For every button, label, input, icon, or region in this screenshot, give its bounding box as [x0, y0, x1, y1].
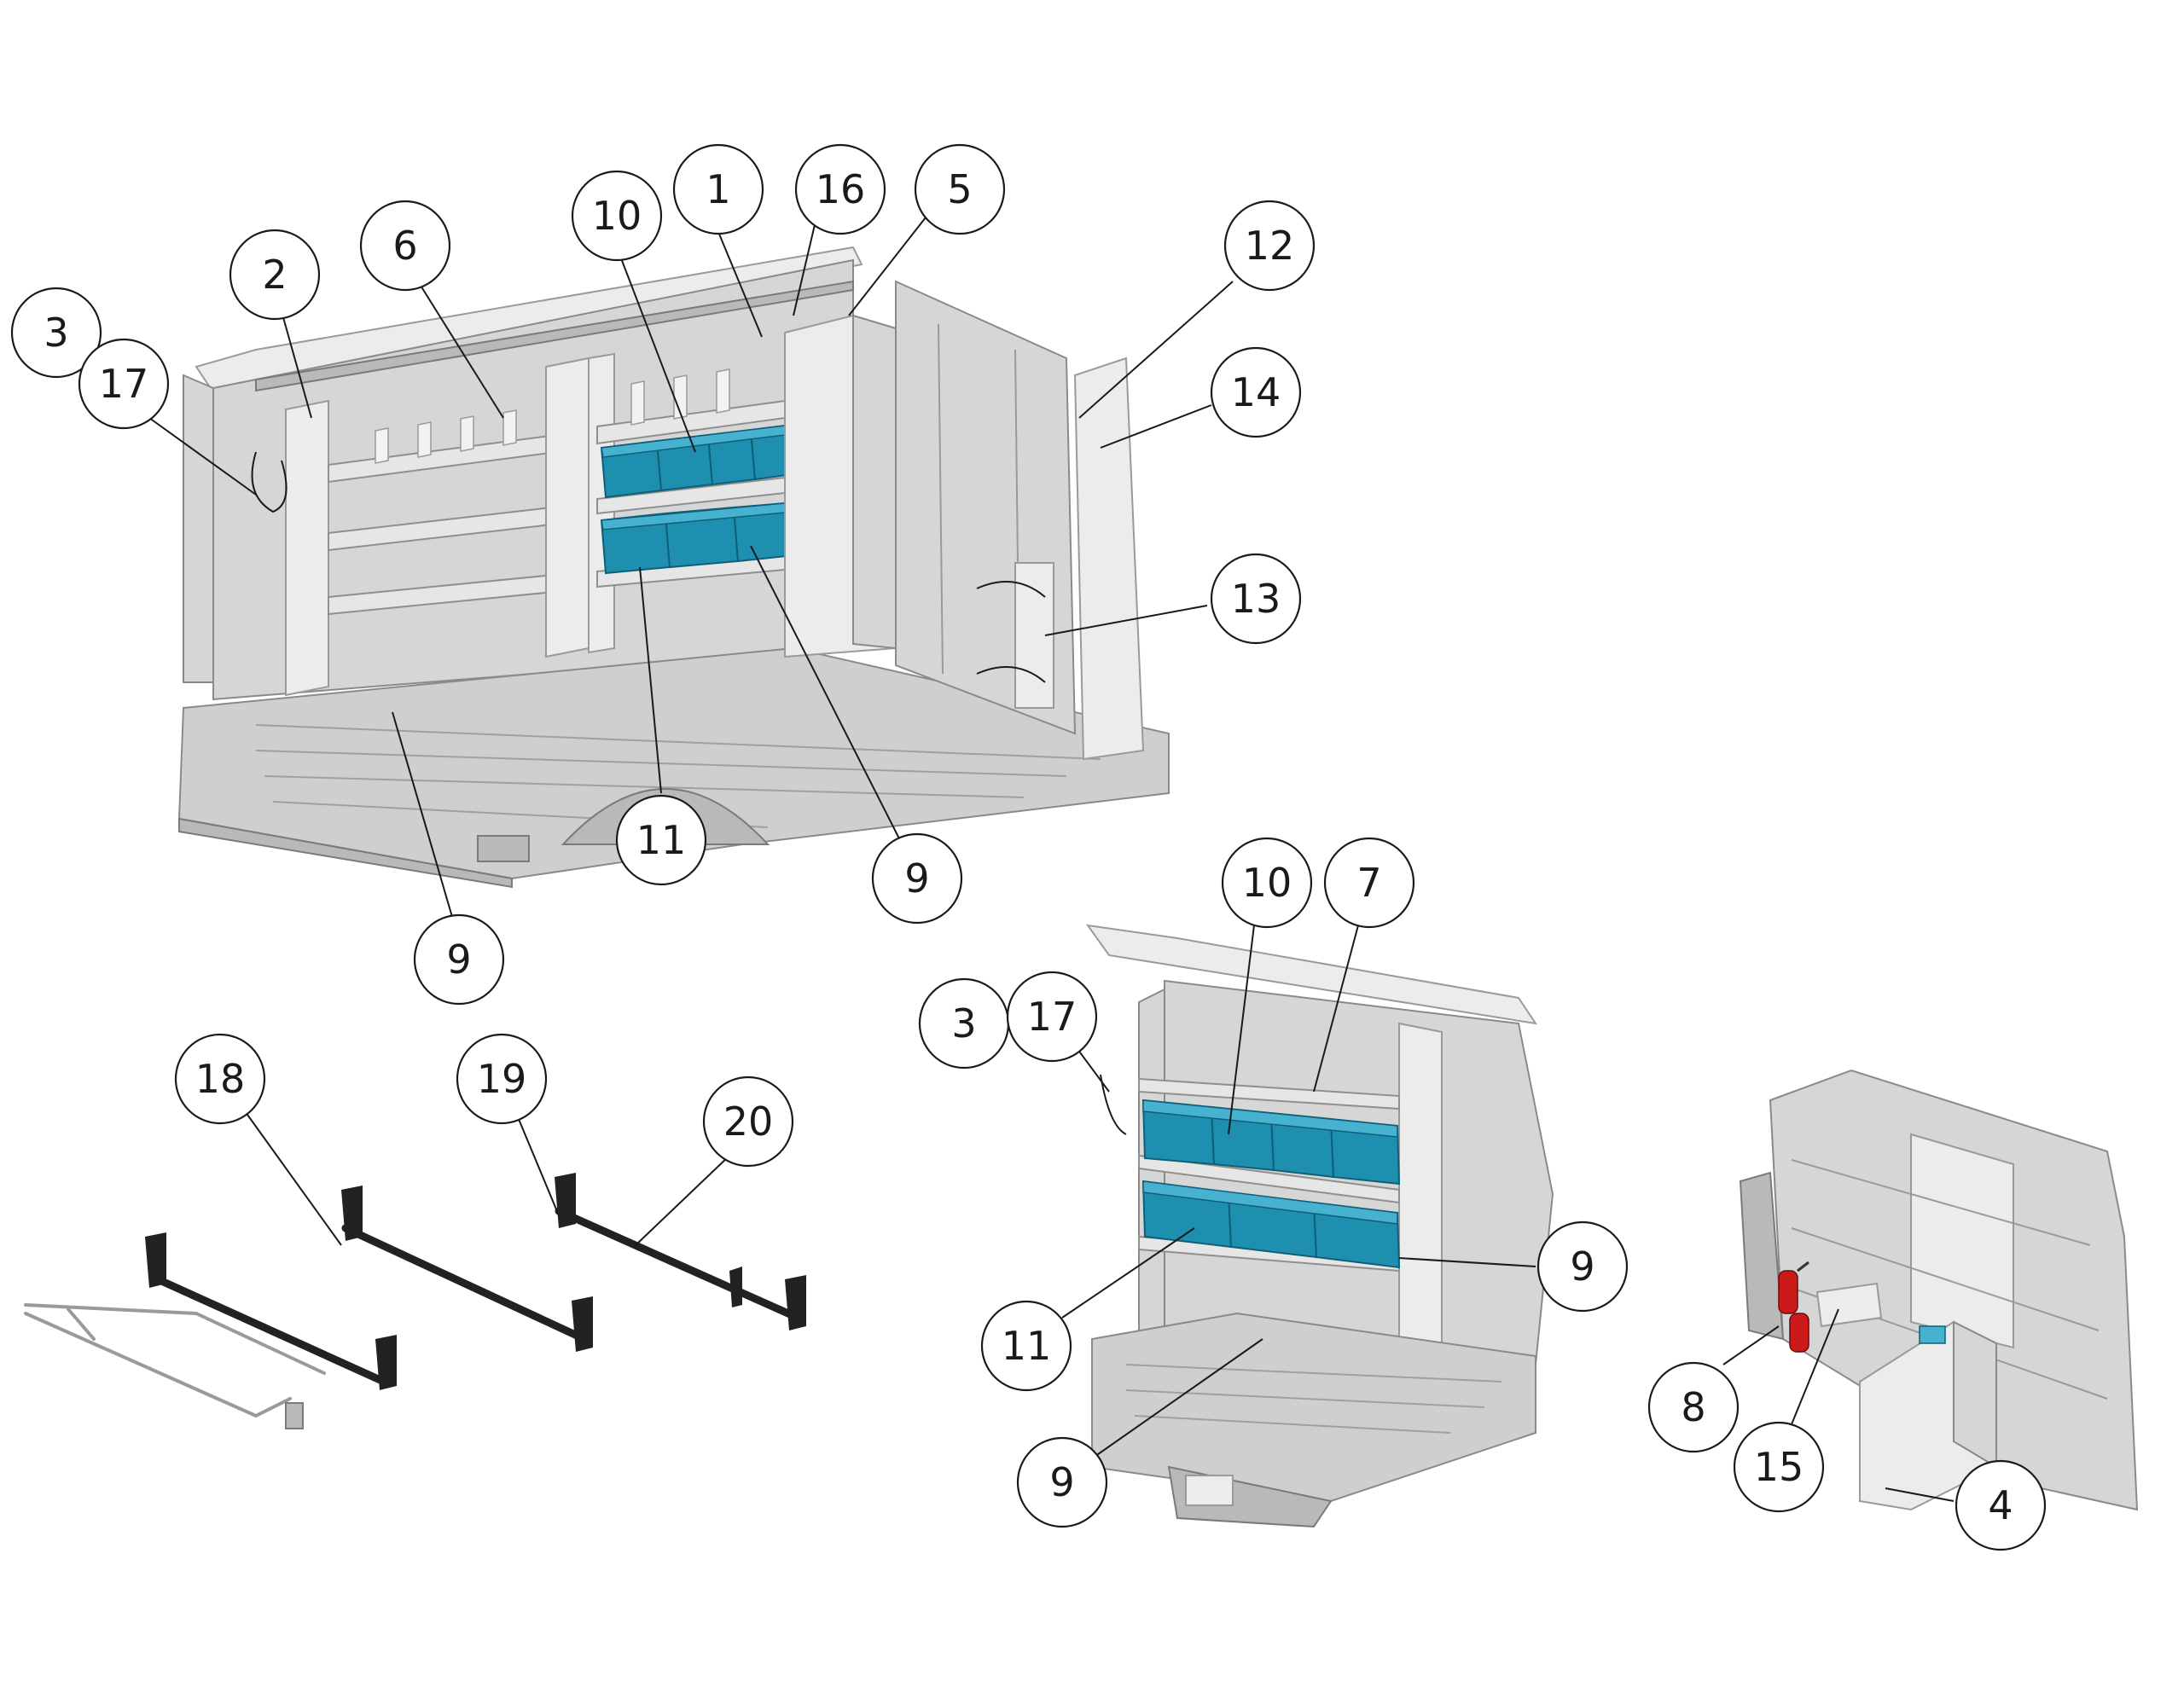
callout-11: 11 [980, 1300, 1072, 1392]
fire-extinguisher [1778, 1261, 1809, 1353]
callout-label: 11 [1002, 1323, 1052, 1369]
callout-14: 14 [1210, 346, 1302, 438]
upper-bins [1141, 1099, 1401, 1186]
callout-label: 13 [1231, 576, 1281, 622]
callout-3: 3 [918, 977, 1010, 1070]
callout-label: 12 [1245, 223, 1295, 269]
callout-1: 1 [672, 143, 764, 235]
callout-label: 3 [951, 1000, 976, 1046]
callout-label: 1 [706, 166, 730, 212]
callout-8: 8 [1647, 1361, 1740, 1453]
callout-10: 10 [1221, 837, 1313, 929]
callout-13: 13 [1210, 553, 1302, 645]
callout-2: 2 [229, 229, 321, 321]
callout-label: 4 [1988, 1482, 2013, 1528]
callout-6: 6 [359, 200, 451, 292]
van-interior-main [177, 246, 1170, 889]
callouts-secondary: 10 7 3 17 9 11 9 [918, 837, 1629, 1528]
callout-label: 10 [592, 193, 642, 239]
callout-label: 19 [477, 1056, 527, 1102]
callout-label: 6 [392, 223, 417, 269]
callout-label: 17 [1027, 994, 1077, 1040]
callout-12: 12 [1223, 200, 1316, 292]
callout-17: 17 [78, 338, 170, 430]
callout-label: 2 [262, 252, 287, 298]
roof-racks [24, 1173, 806, 1429]
callout-label: 3 [44, 310, 68, 356]
callout-9: 9 [1016, 1436, 1108, 1528]
callout-3: 3 [10, 287, 102, 379]
callout-label: 9 [1049, 1459, 1074, 1505]
callout-label: 9 [446, 936, 471, 983]
callout-label: 8 [1681, 1384, 1705, 1430]
callout-7: 7 [1323, 837, 1415, 929]
callout-5: 5 [914, 143, 1006, 235]
callout-label: 11 [636, 817, 687, 863]
callout-9: 9 [1536, 1220, 1629, 1313]
callout-label: 20 [723, 1099, 774, 1145]
callout-label: 14 [1231, 369, 1281, 415]
callout-label: 9 [1570, 1244, 1594, 1290]
callouts-main: 1 16 5 10 6 2 3 17 12 14 13 11 9 9 [10, 143, 1316, 1006]
callout-19: 19 [456, 1033, 548, 1125]
callout-9: 9 [413, 913, 505, 1006]
callout-10: 10 [571, 170, 663, 262]
callout-18: 18 [174, 1033, 266, 1125]
callout-16: 16 [794, 143, 886, 235]
left-shelving-unit [328, 357, 590, 658]
callout-label: 10 [1242, 860, 1292, 906]
lower-bins [1141, 1180, 1401, 1269]
upper-bins [600, 424, 788, 499]
callout-9: 9 [871, 832, 963, 925]
callout-label: 15 [1754, 1444, 1804, 1490]
partition-assembly [1739, 1069, 2139, 1511]
callout-11: 11 [615, 794, 707, 886]
callouts-racks: 18 19 20 [174, 1033, 794, 1246]
callout-4: 4 [1955, 1459, 2047, 1551]
callouts-partition: 8 15 4 [1647, 1308, 2047, 1551]
callout-17: 17 [1006, 971, 1098, 1063]
callout-label: 17 [99, 361, 149, 407]
callout-15: 15 [1733, 1421, 1825, 1513]
callout-label: 9 [904, 855, 929, 901]
callout-label: 16 [816, 166, 866, 212]
callout-20: 20 [702, 1075, 794, 1168]
right-shelving-unit [588, 352, 788, 654]
van-interior-secondary [1085, 924, 1554, 1528]
callout-label: 5 [947, 166, 972, 212]
callout-label: 7 [1356, 860, 1381, 906]
callout-label: 18 [195, 1056, 246, 1102]
